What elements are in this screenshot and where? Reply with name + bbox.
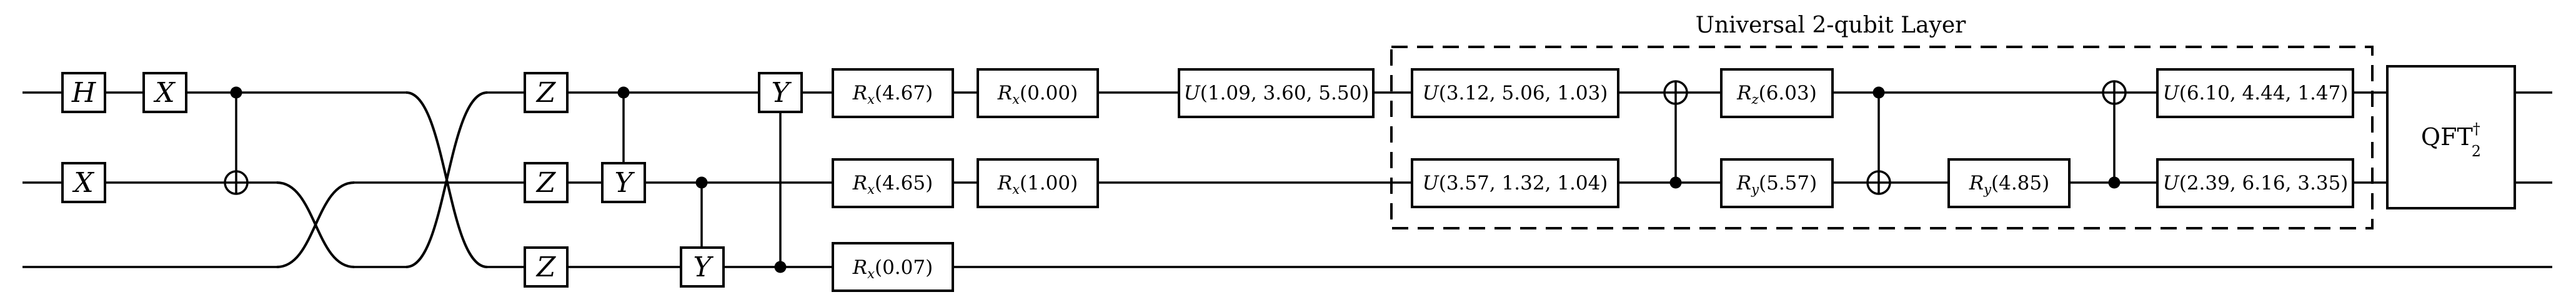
gate-u-w0-l1-label: U(3.12, 5.06, 1.03) <box>1423 82 1608 104</box>
gate-cy3-target-label: Y <box>771 77 792 109</box>
gate-rx-w1-b-box <box>977 158 1099 208</box>
cy1-control-dot <box>617 86 630 99</box>
gate-rx-w1-a-label: Rx(4.65) <box>852 172 933 197</box>
cnot4-control-dot <box>2108 176 2121 189</box>
layer-dashed-box <box>1390 46 2374 229</box>
gate-ry-w1-a-label: Ry(5.57) <box>1736 172 1817 197</box>
gate-cy1-target-label: Y <box>614 167 635 199</box>
cy2-control-dot <box>695 176 708 189</box>
gate-rx-w0-a-box <box>832 68 954 118</box>
qft-box <box>2386 65 2516 209</box>
gate-cy3-target-y-box <box>758 72 803 113</box>
cnot2-control-dot <box>1669 176 1682 189</box>
gate-rx-w2-a-label: Rx(0.07) <box>852 256 933 281</box>
gate-rx-w2-a-box <box>832 242 954 292</box>
gate-rz-w0-box <box>1720 68 1834 118</box>
gate-rx-w1-a-box <box>832 158 954 208</box>
gate-x-q0-box <box>142 72 187 113</box>
gate-z-w0-box <box>524 72 569 113</box>
gate-z-w1-label: Z <box>535 167 557 199</box>
gate-ry-w1-b-box <box>1947 158 2071 208</box>
gate-u-w0-pre-box <box>1178 68 1375 118</box>
qft-label: QFT†2 <box>2421 120 2481 160</box>
gate-cy2-target-y-box <box>680 246 725 288</box>
cnot3-control-dot <box>1872 86 1885 99</box>
cnot4-target-icon <box>2102 80 2127 105</box>
gate-ry-w1-b-label: Ry(4.85) <box>1969 172 2049 197</box>
gate-u-w0-l1-box <box>1411 68 1619 118</box>
cnot1-target-icon <box>224 170 249 195</box>
gate-u-w1-l2-label: U(2.39, 6.16, 3.35) <box>2163 172 2349 194</box>
gate-cy1-target-y-box <box>601 162 646 203</box>
gate-u-w0-l2-box <box>2156 68 2354 118</box>
gate-u-w1-l1-box <box>1411 158 1619 208</box>
gate-u-w0-l2-label: U(6.10, 4.44, 1.47) <box>2163 82 2349 104</box>
gate-z-w2-label: Z <box>535 251 557 283</box>
gate-rx-w0-a-label: Rx(4.67) <box>852 82 933 107</box>
gate-z-w2-box <box>524 246 569 288</box>
cnot1-control-dot <box>230 86 242 99</box>
gate-cy2-target-label: Y <box>693 251 714 283</box>
swap2-curve-up <box>405 91 488 268</box>
gate-x-q1-box <box>61 162 106 203</box>
gate-rx-w0-b-box <box>977 68 1099 118</box>
gate-rx-w0-b-label: Rx(0.00) <box>997 82 1078 107</box>
gate-z-w1-box <box>524 162 569 203</box>
gate-z-w0-label: Z <box>535 77 557 109</box>
gate-h-q0-box <box>61 72 106 113</box>
gate-u-w1-l1-label: U(3.57, 1.32, 1.04) <box>1423 172 1608 194</box>
gate-u-w1-l2-box <box>2156 158 2354 208</box>
gate-h-q0-label: H <box>71 77 97 109</box>
cnot2-target-icon <box>1663 80 1688 105</box>
swap1-curve-up <box>276 181 355 268</box>
gate-rx-w1-b-label: Rx(1.00) <box>997 172 1078 197</box>
cnot3-target-icon <box>1866 170 1891 195</box>
gate-x-q1-label: X <box>72 167 94 199</box>
gate-ry-w1-a-box <box>1720 158 1834 208</box>
gate-u-w0-pre-label: U(1.09, 3.60, 5.50) <box>1184 82 1370 104</box>
gate-x-q0-label: X <box>153 77 176 109</box>
gate-rz-w0-label: Rz(6.03) <box>1736 82 1817 107</box>
cy3-control-dot <box>774 261 787 273</box>
layer-title: Universal 2-qubit Layer <box>1696 13 1967 38</box>
